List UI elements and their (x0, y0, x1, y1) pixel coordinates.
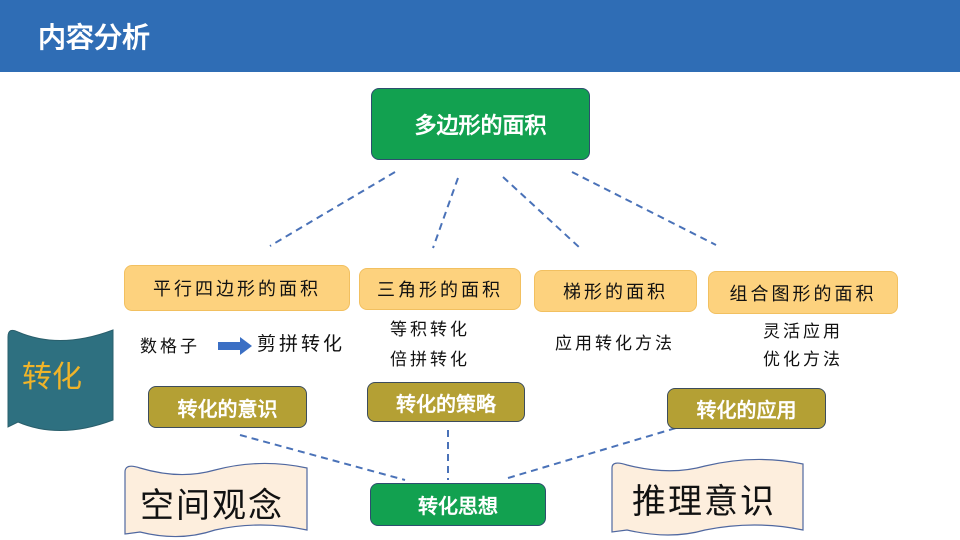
connector-line (502, 176, 581, 249)
connector-line (507, 427, 677, 479)
note-composite-1: 灵活应用 (763, 322, 843, 342)
scroll-shape-left (124, 462, 308, 538)
arrow-icon (218, 337, 252, 355)
note-cut-paste: 剪拼转化 (257, 333, 346, 355)
connector-line (571, 171, 717, 246)
page-title: 内容分析 (38, 21, 151, 54)
note-trapezoid: 应用转化方法 (555, 334, 675, 354)
aspect-application: 转化的应用 (667, 388, 826, 429)
root-node: 多边形的面积 (371, 88, 590, 160)
core-node: 转化思想 (370, 483, 546, 526)
connector-line (269, 171, 396, 247)
note-composite-2: 优化方法 (763, 350, 843, 370)
header-bar: 内容分析 (0, 0, 960, 72)
aspect-strategy: 转化的策略 (367, 382, 525, 422)
topic-composite: 组合图形的面积 (708, 271, 898, 314)
banner-label: 转化 (22, 360, 82, 395)
outcome-reasoning: 推理意识 (632, 482, 776, 522)
note-triangle-1: 等积转化 (390, 320, 470, 340)
connector-line (239, 434, 406, 481)
note-count-grid: 数格子 (140, 337, 200, 357)
topic-triangle: 三角形的面积 (359, 268, 521, 310)
scroll-shape-right (611, 458, 804, 536)
outcome-spatial: 空间观念 (140, 486, 284, 526)
note-triangle-2: 倍拼转化 (390, 350, 470, 370)
topic-trapezoid: 梯形的面积 (534, 270, 697, 312)
aspect-awareness: 转化的意识 (148, 386, 307, 428)
connector-line (432, 177, 459, 249)
topic-parallelogram: 平行四边形的面积 (124, 265, 350, 311)
banner-shape (7, 329, 114, 431)
